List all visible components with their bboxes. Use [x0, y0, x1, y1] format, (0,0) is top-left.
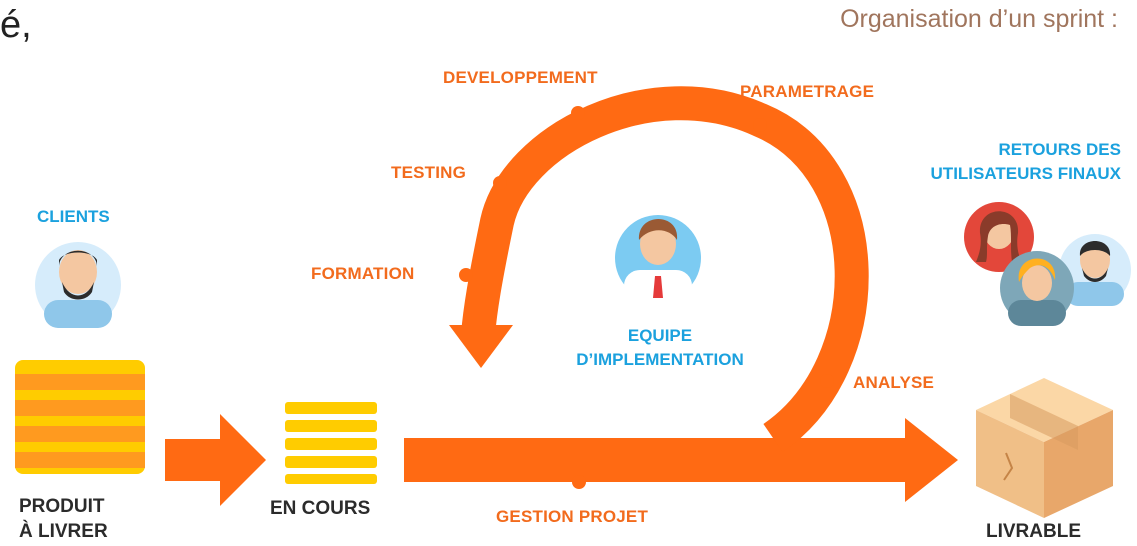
- step-label-testing: TESTING: [391, 163, 467, 182]
- team-label-line: EQUIPE: [627, 326, 693, 345]
- user-avatar-icon: [1059, 234, 1131, 306]
- step-dot-gestion-projet: [572, 475, 586, 489]
- team-avatar-icon: [615, 215, 701, 301]
- client-avatar-icon: [35, 242, 121, 328]
- flow-line: [404, 438, 924, 482]
- step-label-gestion-projet: GESTION PROJET: [496, 507, 649, 526]
- arrow-to-livrable-icon: [905, 418, 958, 502]
- backlog-stack-icon: [15, 360, 145, 474]
- step-dot-analyse: [820, 374, 834, 388]
- step-label-formation: FORMATION: [311, 264, 415, 283]
- feedback-label-line: UTILISATEURS FINAUX: [930, 164, 1121, 183]
- stage-label-line: À LIVRER: [19, 521, 108, 542]
- stage-label-livrable: LIVRABLE: [986, 521, 1081, 542]
- clients-label: CLIENTS: [37, 207, 110, 226]
- feedback-label: RETOURS DES UTILISATEURS FINAUX: [931, 138, 1121, 186]
- sprint-loop: [449, 86, 869, 489]
- step-dot-formation: [459, 268, 473, 282]
- cropped-heading-fragment: é,: [0, 4, 32, 46]
- user-avatar-icon: [1000, 251, 1074, 326]
- user-avatar-icon: [964, 202, 1034, 272]
- step-label-parametrage: PARAMETRAGE: [740, 82, 875, 101]
- team-label-line: D’IMPLEMENTATION: [576, 350, 744, 369]
- step-dot-parametrage: [753, 118, 767, 132]
- step-dot-testing: [493, 176, 507, 190]
- step-label-analyse: ANALYSE: [853, 373, 935, 392]
- step-label-developpement: DEVELOPPEMENT: [443, 68, 598, 87]
- in-progress-stack-icon: [285, 402, 377, 484]
- end-users-avatars: [964, 202, 1131, 326]
- sprint-title: Organisation d’un sprint :: [840, 5, 1118, 33]
- step-dot-developpement: [571, 106, 585, 120]
- team-label: EQUIPE D’IMPLEMENTATION: [550, 324, 770, 372]
- package-box-icon: [976, 378, 1113, 518]
- arrow-right-icon: [165, 414, 266, 506]
- feedback-label-line: RETOURS DES: [998, 140, 1122, 159]
- stage-label-produit: PRODUIT À LIVRER: [19, 494, 108, 544]
- stage-label-line: PRODUIT: [19, 496, 105, 517]
- loop-arrowhead-icon: [449, 325, 513, 368]
- stage-label-en-cours: EN COURS: [270, 498, 371, 519]
